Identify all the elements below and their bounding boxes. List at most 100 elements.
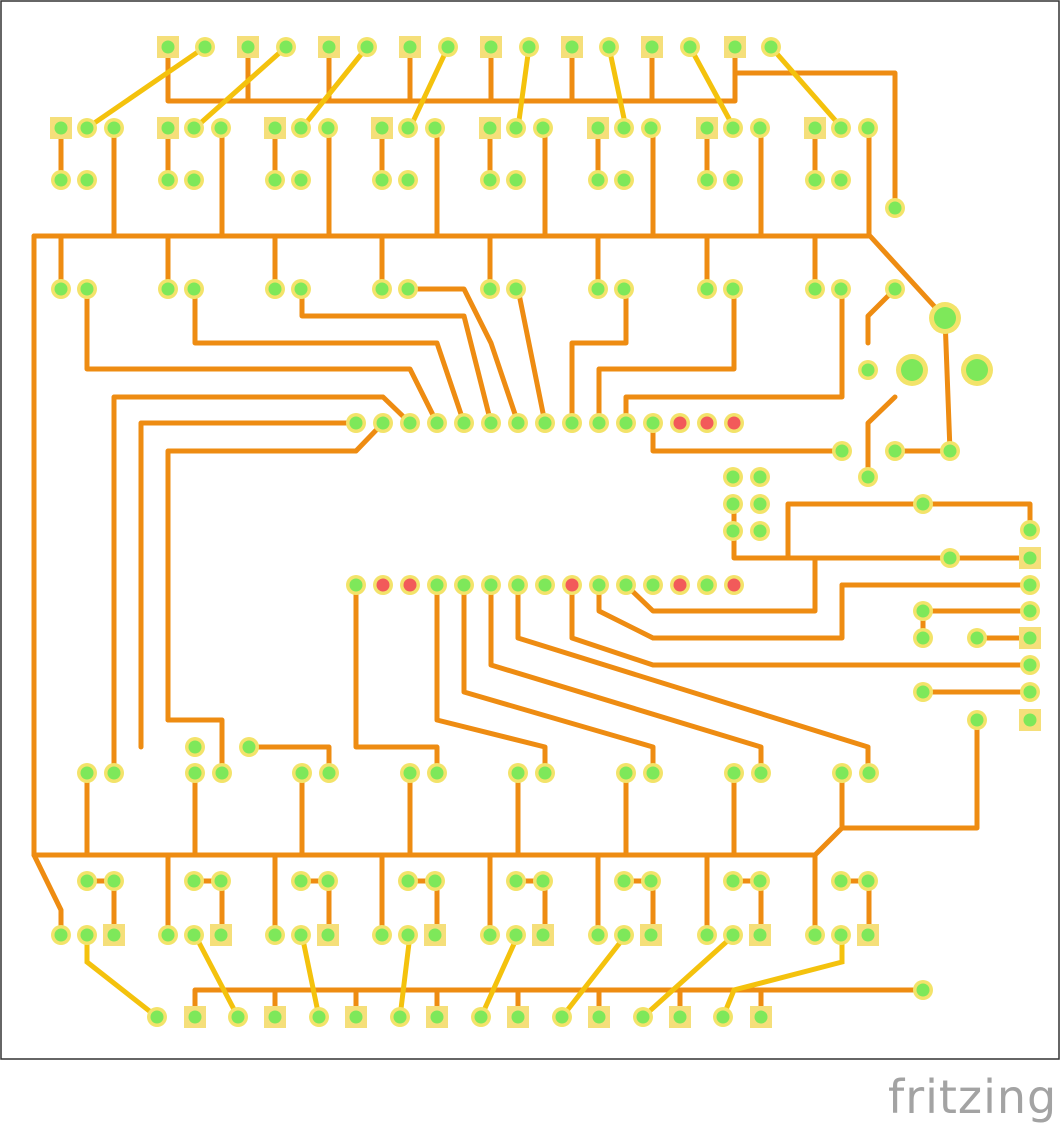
pad xyxy=(441,40,455,54)
pad xyxy=(754,766,768,780)
pad xyxy=(565,40,579,54)
pad xyxy=(484,578,498,592)
pad xyxy=(753,470,767,484)
pad xyxy=(943,551,957,565)
pad xyxy=(592,416,606,430)
pad xyxy=(268,173,282,187)
pad xyxy=(888,444,902,458)
pad xyxy=(375,928,389,942)
pad xyxy=(700,282,714,296)
pad xyxy=(619,578,633,592)
pad xyxy=(322,766,336,780)
pad xyxy=(683,40,697,54)
pad xyxy=(511,578,525,592)
pad xyxy=(161,173,175,187)
pad xyxy=(834,282,848,296)
pad xyxy=(617,928,631,942)
pad xyxy=(726,497,740,511)
pad xyxy=(753,928,767,942)
pad xyxy=(509,121,523,135)
board-outline xyxy=(0,0,1060,1060)
pad xyxy=(1023,551,1037,565)
pad xyxy=(511,1010,525,1024)
pad xyxy=(349,578,363,592)
pad xyxy=(483,282,497,296)
pad xyxy=(726,874,740,888)
pad xyxy=(375,282,389,296)
pad xyxy=(80,282,94,296)
pad xyxy=(428,874,442,888)
pad xyxy=(861,470,875,484)
pad xyxy=(401,121,415,135)
pad xyxy=(727,416,741,430)
pad xyxy=(700,173,714,187)
pad xyxy=(198,40,212,54)
pad xyxy=(474,1010,488,1024)
pad xyxy=(754,1010,768,1024)
pad xyxy=(430,766,444,780)
pad xyxy=(646,766,660,780)
pad xyxy=(483,928,497,942)
pad xyxy=(726,928,740,942)
pad xyxy=(536,121,550,135)
pad xyxy=(808,282,822,296)
pad xyxy=(80,928,94,942)
pad xyxy=(349,416,363,430)
pad xyxy=(214,928,228,942)
pad xyxy=(54,173,68,187)
pad xyxy=(943,444,957,458)
pad xyxy=(970,631,984,645)
pad xyxy=(54,282,68,296)
pad xyxy=(536,874,550,888)
pad xyxy=(403,766,417,780)
pad xyxy=(349,1010,363,1024)
pad xyxy=(644,874,658,888)
pad xyxy=(862,766,876,780)
pad xyxy=(645,40,659,54)
pad xyxy=(430,578,444,592)
pad xyxy=(80,121,94,135)
pad xyxy=(376,416,390,430)
pad xyxy=(430,1010,444,1024)
pad xyxy=(107,928,121,942)
pad xyxy=(753,524,767,538)
pad xyxy=(107,766,121,780)
pad xyxy=(403,40,417,54)
pad xyxy=(835,444,849,458)
pad xyxy=(861,874,875,888)
top-copper-traces xyxy=(84,44,845,1020)
pad xyxy=(483,173,497,187)
pad xyxy=(457,578,471,592)
pad xyxy=(617,121,631,135)
pad xyxy=(538,766,552,780)
pad xyxy=(187,928,201,942)
pad xyxy=(916,604,930,618)
pad xyxy=(808,928,822,942)
pad xyxy=(509,173,523,187)
pad xyxy=(294,121,308,135)
pad xyxy=(753,497,767,511)
pad xyxy=(1023,685,1037,699)
pad xyxy=(619,416,633,430)
bottom-copper-traces xyxy=(31,44,1033,1020)
pad xyxy=(673,1010,687,1024)
pad xyxy=(401,282,415,296)
pad xyxy=(268,1010,282,1024)
pad xyxy=(268,282,282,296)
pads-layer xyxy=(50,36,1041,1028)
pad xyxy=(916,983,930,997)
pad xyxy=(764,40,778,54)
pad xyxy=(242,740,256,754)
pad xyxy=(295,766,309,780)
pad xyxy=(509,282,523,296)
pad xyxy=(619,766,633,780)
pad xyxy=(107,121,121,135)
pad xyxy=(294,874,308,888)
pad xyxy=(591,173,605,187)
pad xyxy=(700,121,714,135)
pad xyxy=(726,121,740,135)
pad xyxy=(808,173,822,187)
pad xyxy=(888,282,902,296)
pad xyxy=(54,928,68,942)
pad xyxy=(511,766,525,780)
